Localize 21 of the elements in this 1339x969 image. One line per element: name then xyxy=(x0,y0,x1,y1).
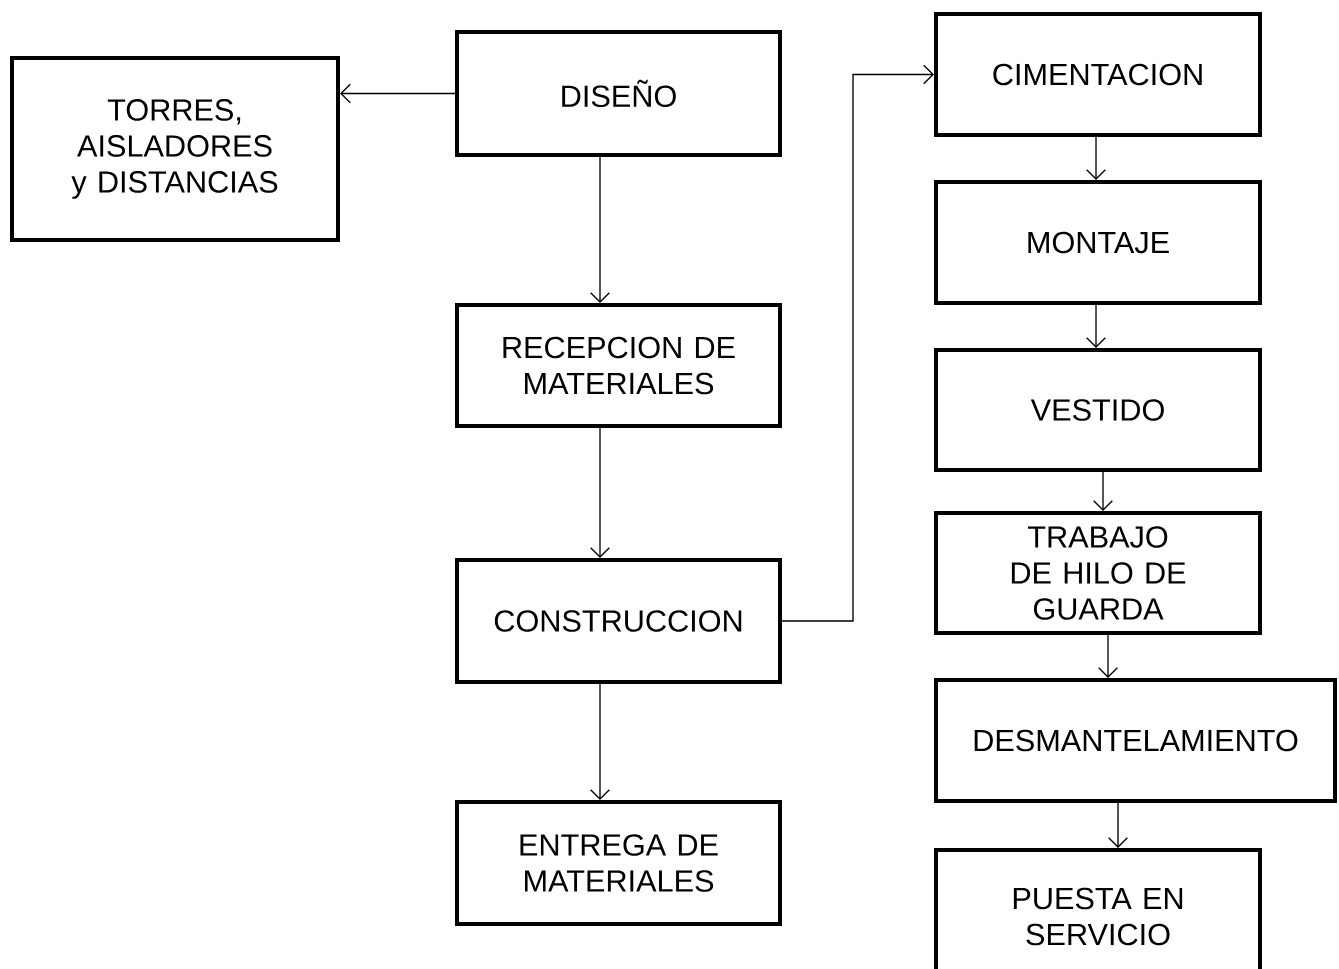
process-box: RECEPCION DE MATERIALES xyxy=(455,303,782,428)
arrow xyxy=(590,683,610,800)
arrow xyxy=(590,156,610,303)
process-box: DESMANTELAMIENTO xyxy=(934,678,1337,803)
process-box: MONTAJE xyxy=(934,180,1262,305)
process-box: TRABAJO DE HILO DE GUARDA xyxy=(934,511,1262,635)
arrow xyxy=(1098,634,1118,678)
arrow xyxy=(1093,471,1113,511)
arrow xyxy=(340,83,456,104)
arrow xyxy=(1108,802,1128,848)
arrow xyxy=(1086,304,1106,348)
arrow xyxy=(1086,136,1106,180)
arrow xyxy=(781,64,934,622)
process-box: CIMENTACION xyxy=(934,12,1262,137)
process-box: ENTREGA DE MATERIALES xyxy=(455,800,782,926)
process-box: DISEÑO xyxy=(455,30,782,157)
process-box: VESTIDO xyxy=(934,348,1262,472)
process-box: PUESTA EN SERVICIO xyxy=(934,848,1262,969)
process-box: CONSTRUCCION xyxy=(455,558,782,684)
process-box: TORRES, AISLADORES y DISTANCIAS xyxy=(10,56,340,242)
arrow xyxy=(590,427,610,558)
